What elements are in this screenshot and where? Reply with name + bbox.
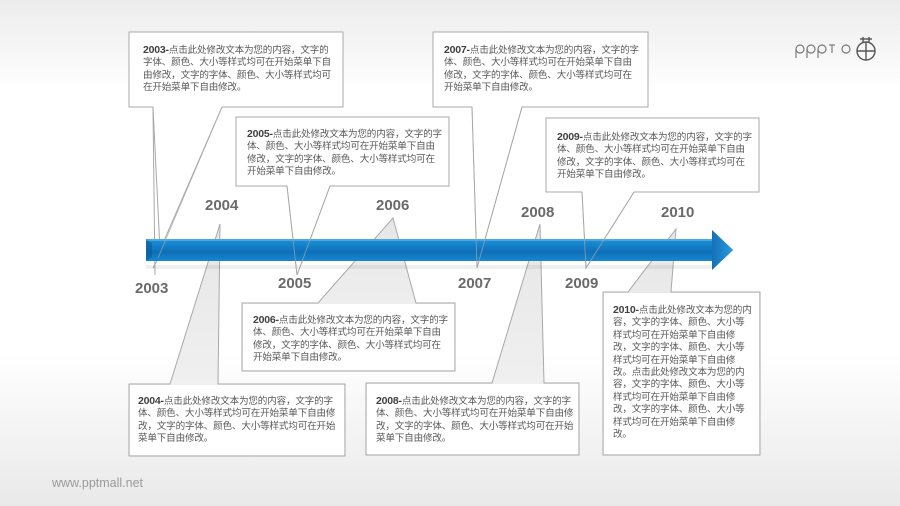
callout-2004-shape bbox=[128, 223, 346, 457]
callout-2007[interactable]: 2007-点击此处修改文本为您的内容，文字的字体、颜色、大小等样式均可在开始菜单… bbox=[444, 44, 640, 95]
callout-body: 点击此处修改文本为您的内容，文字的字体、颜色、大小等样式均可在开始菜单下自由修改… bbox=[253, 315, 448, 364]
year-label-2003: 2003 bbox=[135, 280, 169, 297]
callout-body: 点击此处修改文本为您的内容，文字的字体、颜色、大小等样式均可在开始菜单下自由修改… bbox=[138, 396, 336, 445]
footer-url[interactable]: www.pptmall.net bbox=[52, 476, 144, 490]
year-label-2004: 2004 bbox=[205, 197, 239, 214]
year-label-2010: 2010 bbox=[661, 204, 695, 221]
callout-2010[interactable]: 2010-点击此处修改文本为您的内容，文字的字体、颜色、大小等样式均可在开始菜单… bbox=[613, 304, 753, 441]
callout-2005[interactable]: 2005-点击此处修改文本为您的内容，文字的字体、颜色、大小等样式均可在开始菜单… bbox=[247, 128, 442, 179]
callout-year-prefix: 2008- bbox=[376, 395, 402, 407]
year-label-2006: 2006 bbox=[376, 197, 410, 214]
year-label-2008: 2008 bbox=[521, 204, 555, 221]
callout-2008[interactable]: 2008-点击此处修改文本为您的内容，文字的字体、颜色、大小等样式均可在开始菜单… bbox=[376, 395, 574, 446]
callout-body: 点击此处修改文本为您的内容，文字的字体、颜色、大小等样式均可在开始菜单下自由修改… bbox=[444, 45, 639, 94]
ppt-text-logo-icon bbox=[795, 44, 851, 58]
year-label-2005: 2005 bbox=[278, 275, 312, 292]
callout-year-prefix: 2005- bbox=[247, 128, 273, 140]
callout-body: 点击此处修改文本为您的内容，文字的字体、颜色、大小等样式均可在开始菜单下自由修改… bbox=[613, 305, 752, 441]
year-label-2007: 2007 bbox=[458, 275, 492, 292]
callout-year-prefix: 2004- bbox=[138, 395, 164, 407]
callout-body: 点击此处修改文本为您的内容，文字的字体、颜色、大小等样式均可在开始菜单下自由修改… bbox=[247, 129, 442, 178]
callout-year-prefix: 2006- bbox=[253, 314, 279, 326]
callout-body: 点击此处修改文本为您的内容，文字的字体、颜色、大小等样式均可在开始菜单下自由修改… bbox=[376, 396, 574, 445]
year-label-2009: 2009 bbox=[565, 275, 599, 292]
callout-year-prefix: 2010- bbox=[613, 304, 639, 316]
callout-2003[interactable]: 2003-点击此处修改文本为您的内容，文字的字体、颜色、大小等样式均可在开始菜单… bbox=[143, 44, 335, 95]
callout-body: 点击此处修改文本为您的内容，文字的字体、颜色、大小等样式均可在开始菜单下自由修改… bbox=[143, 45, 331, 94]
callout-year-prefix: 2007- bbox=[444, 44, 470, 56]
callout-2010-shape bbox=[602, 227, 761, 456]
callout-body: 点击此处修改文本为您的内容，文字的字体、颜色、大小等样式均可在开始菜单下自由修改… bbox=[557, 132, 752, 181]
timeline-arrow bbox=[146, 230, 733, 270]
callout-2004[interactable]: 2004-点击此处修改文本为您的内容，文字的字体、颜色、大小等样式均可在开始菜单… bbox=[138, 395, 336, 446]
callout-year-prefix: 2003- bbox=[143, 44, 169, 56]
callout-2003-shape bbox=[128, 31, 344, 251]
callout-2006[interactable]: 2006-点击此处修改文本为您的内容，文字的字体、颜色、大小等样式均可在开始菜单… bbox=[253, 314, 448, 365]
callout-2009[interactable]: 2009-点击此处修改文本为您的内容，文字的字体、颜色、大小等样式均可在开始菜单… bbox=[557, 131, 753, 182]
callout-year-prefix: 2009- bbox=[557, 131, 583, 143]
callout-2008-shape bbox=[365, 223, 580, 456]
ppt-pot-logo-icon bbox=[856, 37, 876, 61]
brand-logo bbox=[795, 36, 877, 62]
